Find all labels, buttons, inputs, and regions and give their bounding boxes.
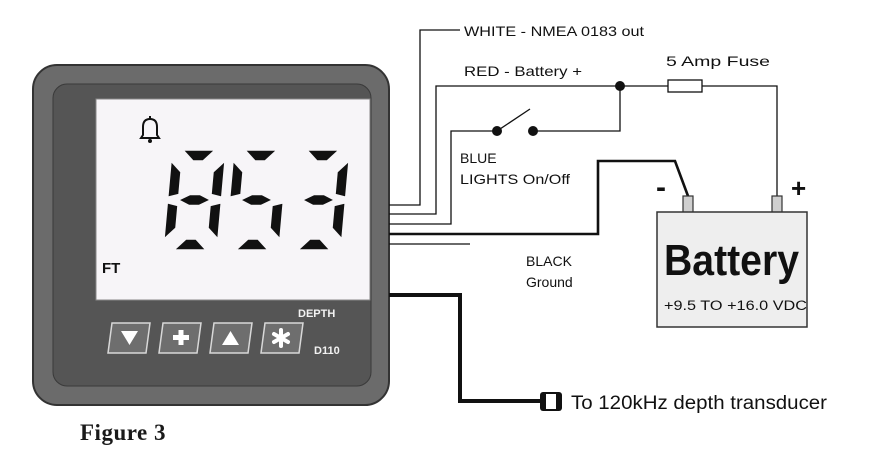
model-label: D110 (314, 345, 340, 357)
digit-2-segment-a (243, 149, 279, 162)
down-button[interactable] (107, 322, 151, 354)
plus-button[interactable] (158, 322, 202, 354)
battery-terminal-positive (771, 195, 783, 214)
plus-icon (173, 330, 189, 345)
fuse-to-battery-wire (702, 85, 778, 197)
white-wire (389, 29, 460, 206)
triangle-down-icon (121, 331, 138, 345)
battery-positive-sign: + (791, 173, 806, 203)
digit-2-segment-d (234, 238, 270, 251)
digit-3-segment-c (331, 201, 347, 241)
transducer-label: To 120kHz depth transducer (571, 393, 828, 414)
digit-1-segment-g (176, 193, 213, 207)
switch-return-wire (533, 86, 621, 132)
triangle-up-icon (222, 331, 239, 345)
digit-1-segment-c (207, 201, 223, 241)
switch-lever (496, 108, 531, 132)
black-wire (389, 159, 690, 236)
digit-2-segment-g (238, 193, 275, 207)
blue-wire (389, 130, 497, 225)
fuse-icon (667, 79, 703, 93)
depth-reading-display (163, 149, 350, 251)
bell-icon (139, 116, 161, 143)
black-wire-label-line1: BLACK (526, 253, 573, 269)
fuse-label: 5 Amp Fuse (666, 53, 770, 69)
digit-2-segment-f (228, 159, 244, 199)
battery-negative-sign: - (656, 171, 666, 204)
transducer-connector-icon (540, 392, 562, 411)
battery-terminal-negative (682, 195, 694, 214)
switch-contact-right (528, 126, 538, 136)
asterisk-icon (272, 328, 290, 348)
battery-range: +9.5 TO +16.0 VDC (664, 298, 807, 313)
digit-1-segment-d (172, 238, 208, 251)
instrument: FT DEPTH D110 (32, 64, 390, 406)
digit-3-segment-g (300, 193, 337, 207)
digit-1-segment-a (181, 149, 217, 162)
up-button[interactable] (209, 322, 253, 354)
digit-2-segment-c (269, 201, 285, 241)
unit-label: FT (102, 260, 120, 277)
digit-3-segment-b (334, 159, 350, 199)
digit-1-segment-e (163, 201, 179, 241)
battery-case (656, 211, 808, 328)
wiring (389, 29, 778, 403)
digit-1-segment-b (210, 159, 226, 199)
red-wire (389, 85, 668, 215)
star-button[interactable] (260, 322, 304, 354)
black-wire-label-line2: Ground (526, 274, 573, 290)
transducer-cable (389, 293, 541, 403)
digit-3-segment-d (296, 238, 332, 251)
junction-dot (615, 81, 625, 91)
digit-3-segment-a (305, 149, 341, 162)
blue-wire-label-line2: LIGHTS On/Off (460, 171, 570, 187)
switch-contact-left (492, 126, 502, 136)
battery-title: Battery (664, 236, 799, 285)
function-label: DEPTH (298, 308, 335, 320)
blue-wire-label-line1: BLUE (460, 150, 497, 166)
red-wire-label: RED - Battery + (464, 63, 582, 79)
white-wire-label: WHITE - NMEA 0183 out (464, 23, 644, 39)
figure-caption: Figure 3 (80, 420, 166, 445)
battery: Battery +9.5 TO +16.0 VDC - + (656, 171, 808, 328)
digit-1-segment-f (166, 159, 182, 199)
